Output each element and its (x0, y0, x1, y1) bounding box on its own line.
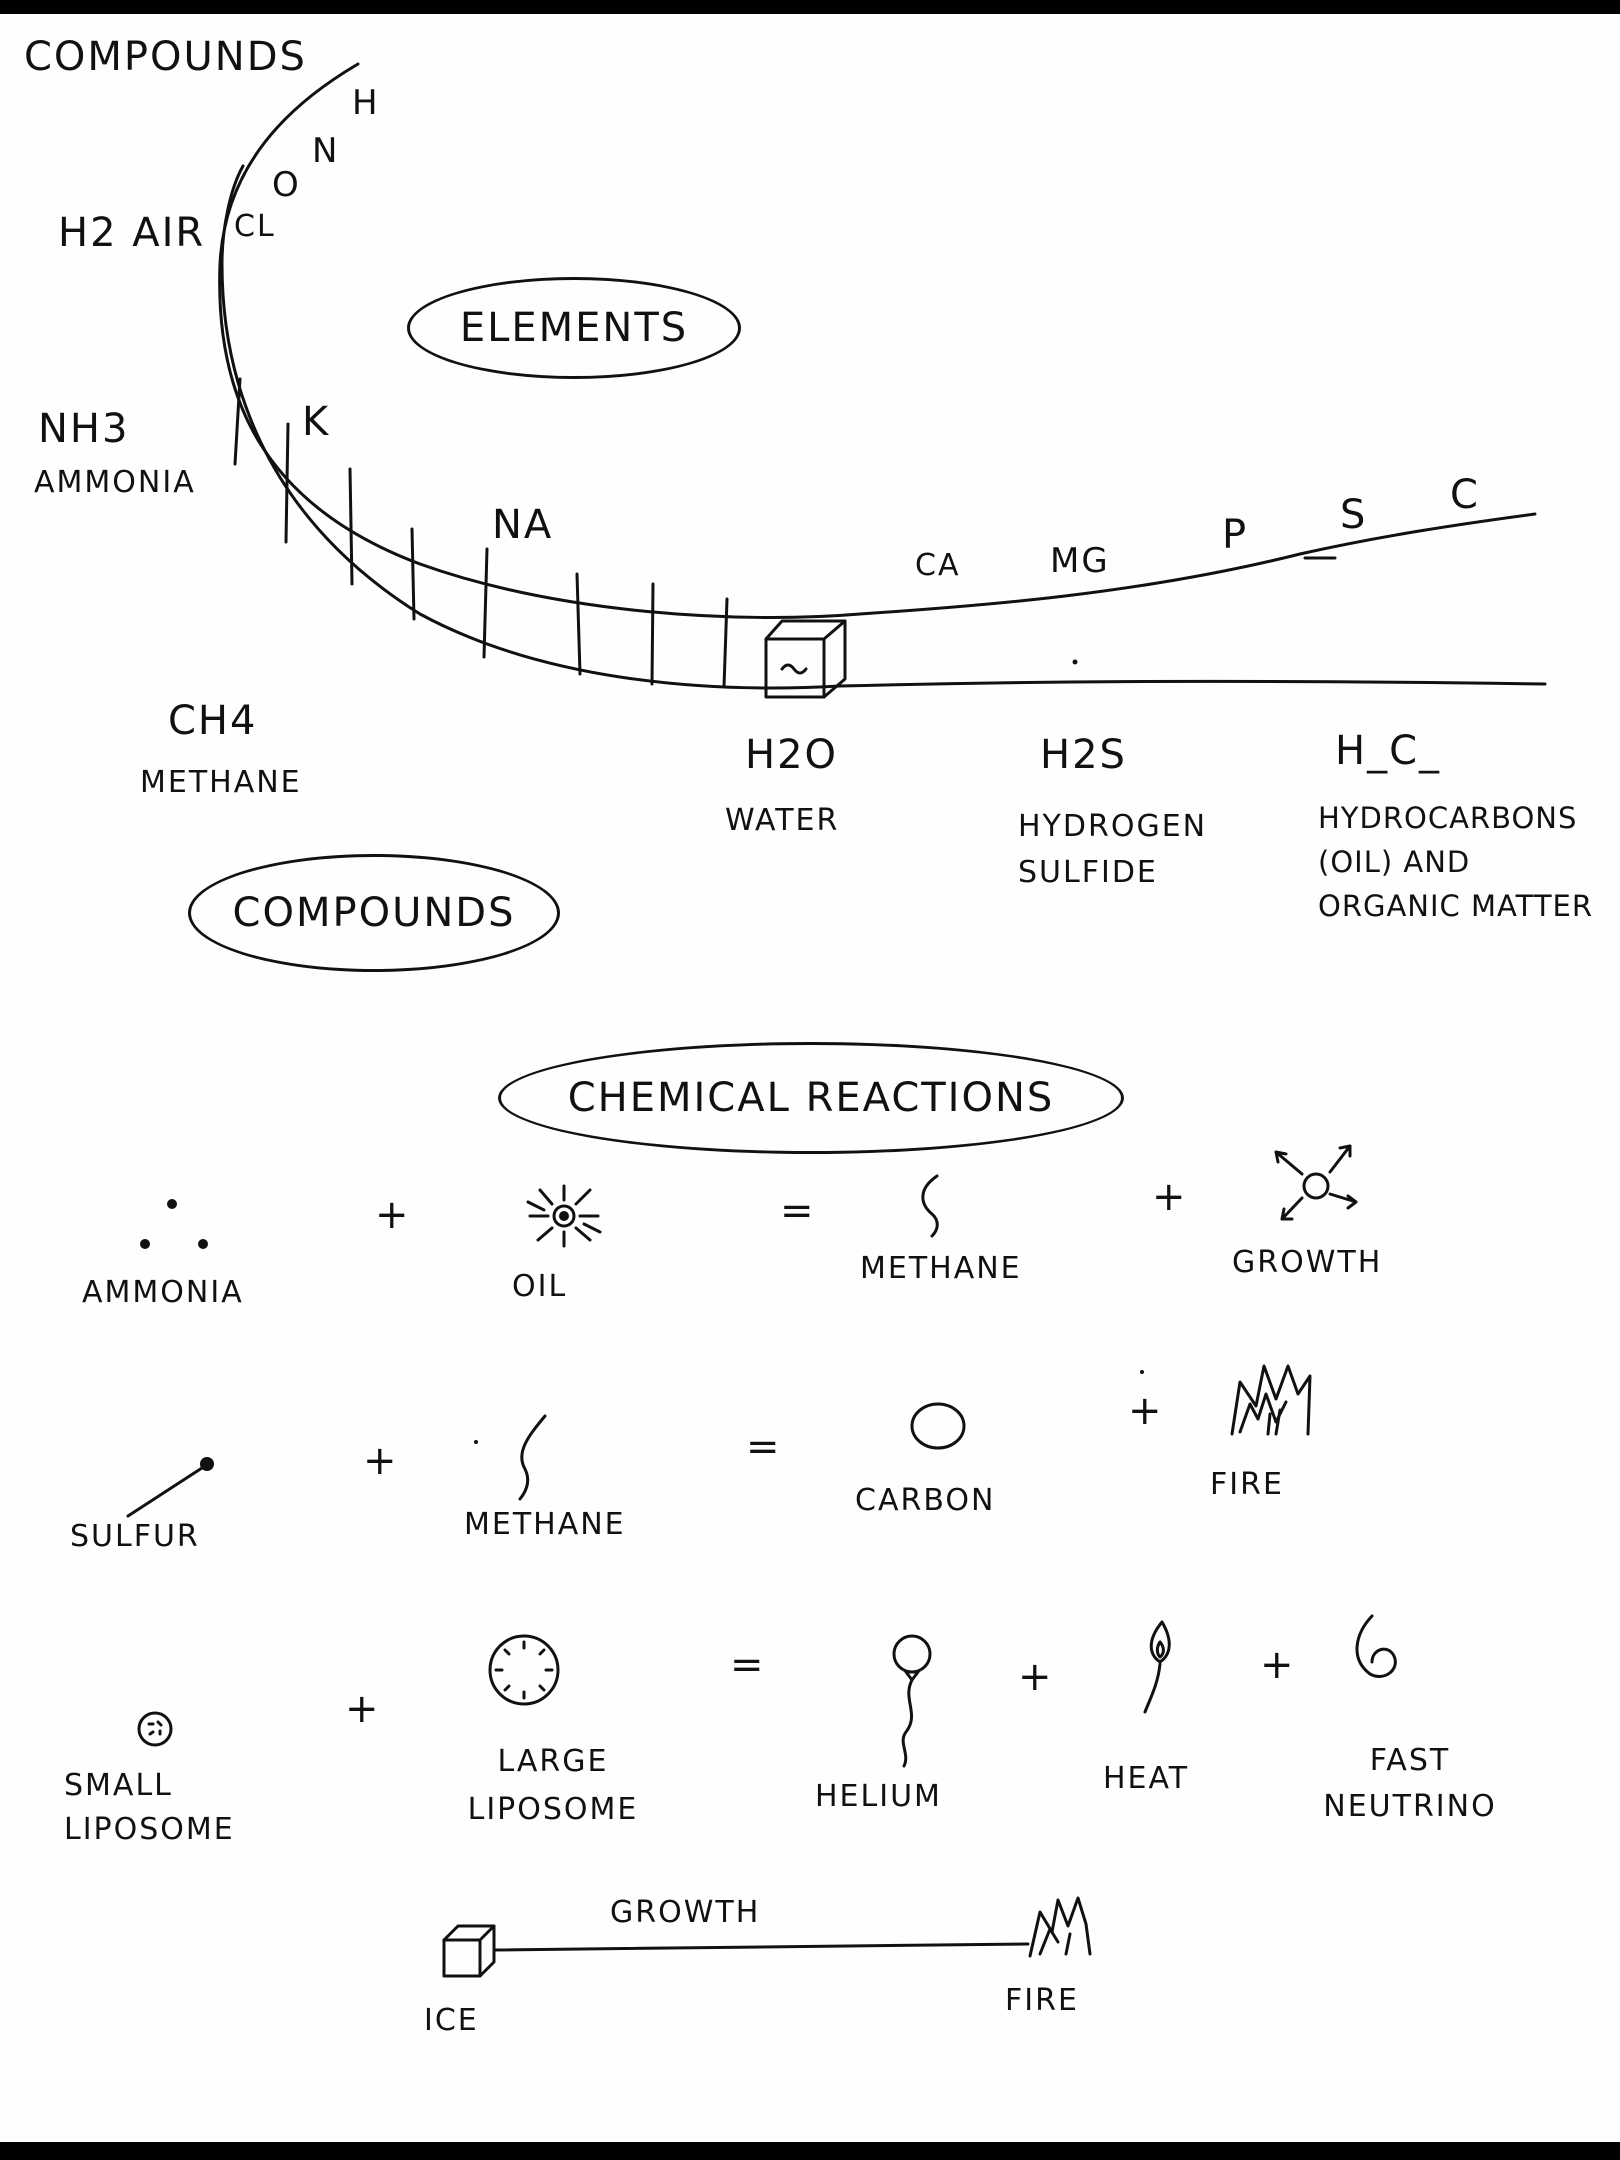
equals-sign: = (780, 1188, 816, 1234)
methane-squiggle-icon (923, 1176, 937, 1236)
plus-sign: + (1128, 1388, 1164, 1434)
plus-sign: + (1260, 1642, 1296, 1688)
elements-oval: ELEMENTS (407, 277, 741, 379)
reaction-icons (0, 14, 1620, 2142)
sulfur-match-head (200, 1457, 214, 1471)
compound-hc-name: HYDROCARBONS (OIL) AND ORGANIC MATTER (1318, 801, 1593, 923)
sulfur-match-icon (128, 1466, 205, 1516)
compound-hc-formula: H_C_ (1335, 728, 1442, 774)
element-p: P (1222, 512, 1249, 558)
element-k: K (302, 399, 331, 445)
compound-h2s-formula: H2S (1040, 732, 1127, 778)
fire-icon-small (1030, 1898, 1090, 1956)
reaction1-output-growth: GROWTH (1232, 1245, 1383, 1280)
compound-h2-air: H2 AIR (58, 210, 206, 256)
reaction2-input-sulfur: SULFUR (70, 1519, 200, 1554)
element-c: C (1450, 472, 1480, 518)
ammonia-dot (167, 1199, 177, 1209)
element-ca: CA (915, 548, 961, 583)
compounds-label: COMPOUNDS (232, 890, 516, 936)
plus-sign: + (363, 1438, 399, 1484)
compound-h2o-name: WATER (725, 803, 840, 838)
plus-sign: + (345, 1686, 381, 1732)
element-s: S (1340, 492, 1368, 538)
methane-squiggle-icon-2 (520, 1416, 545, 1499)
reaction2-input-methane: METHANE (464, 1507, 626, 1542)
compound-nh3-formula: NH3 (38, 406, 130, 452)
oil-splat-icon (528, 1186, 600, 1246)
elements-label: ELEMENTS (459, 305, 689, 351)
element-h: H (352, 83, 380, 123)
compounds-top-label: COMPOUNDS (24, 34, 307, 80)
ice-cube-icon-small (444, 1926, 494, 1976)
compound-h2o-formula: H2O (745, 732, 839, 778)
reaction3-input-small-liposome: SMALL LIPOSOME (64, 1768, 235, 1847)
compounds-oval: COMPOUNDS (188, 854, 560, 972)
element-band-drawing (0, 14, 1620, 2142)
plus-sign: + (1152, 1174, 1188, 1220)
compound-ch4-name: METHANE (140, 765, 302, 800)
compound-nh3-name: AMMONIA (34, 465, 196, 500)
element-na: NA (492, 502, 554, 548)
ammonia-dot (198, 1239, 208, 1249)
growth-line-label: GROWTH (610, 1895, 761, 1930)
chemical-reactions-title: CHEMICAL REACTIONS (567, 1075, 1055, 1121)
heat-flame-icon (1145, 1622, 1169, 1712)
element-cl: CL (234, 209, 276, 244)
fast-neutrino-icon (1357, 1616, 1395, 1676)
fire-icon (1232, 1366, 1310, 1434)
large-liposome-icon (490, 1636, 558, 1704)
reaction2-output-fire: FIRE (1210, 1467, 1284, 1502)
helium-balloon-icon (894, 1636, 930, 1766)
element-mg: MG (1050, 541, 1110, 581)
reaction1-input-ammonia: AMMONIA (82, 1275, 244, 1310)
element-o: O (272, 165, 301, 205)
compound-ch4-formula: CH4 (168, 698, 258, 744)
plus-sign: + (375, 1192, 411, 1238)
carbon-ring-icon (912, 1404, 964, 1448)
equals-sign: = (746, 1424, 782, 1470)
reaction3-input-large-liposome: LARGE LIPOSOME (467, 1744, 639, 1827)
ice-cube-icon (766, 621, 845, 697)
ammonia-dot (140, 1239, 150, 1249)
equals-sign: = (730, 1642, 766, 1688)
growth-line-end-fire: FIRE (1005, 1983, 1079, 2018)
reaction2-output-carbon: CARBON (855, 1483, 996, 1518)
compound-h2s-name: HYDROGEN SULFIDE (1018, 809, 1208, 890)
chemical-reactions-oval: CHEMICAL REACTIONS (498, 1042, 1124, 1154)
band-dividers (235, 379, 727, 687)
band-inner-edge (222, 166, 1545, 688)
reaction3-output-heat: HEAT (1103, 1761, 1190, 1796)
band-outer-edge (220, 64, 1535, 617)
reaction1-input-oil: OIL (512, 1269, 568, 1304)
drawing-sheet: COMPOUNDS H N O CL K NA CA MG P S C ELEM… (0, 14, 1620, 2142)
growth-line-start-ice: ICE (424, 2003, 479, 2038)
reaction3-output-helium: HELIUM (815, 1779, 942, 1814)
growth-icon (1276, 1146, 1356, 1219)
growth-line-drawing (0, 14, 1620, 2142)
element-n: N (312, 131, 340, 171)
plus-sign: + (1018, 1654, 1054, 1700)
reaction3-output-fast-neutrino: FAST NEUTRINO (1323, 1743, 1497, 1824)
reaction1-output-methane: METHANE (860, 1251, 1022, 1286)
small-liposome-icon (139, 1713, 171, 1745)
